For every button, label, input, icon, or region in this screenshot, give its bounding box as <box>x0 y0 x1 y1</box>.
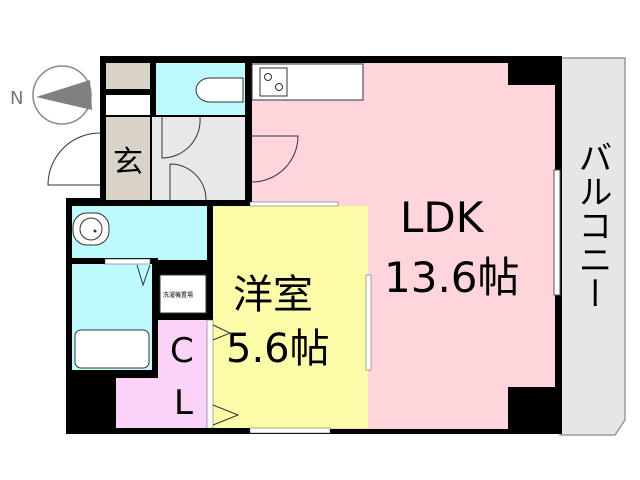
washer-space <box>159 274 207 314</box>
pillar <box>72 378 114 429</box>
window <box>553 169 561 296</box>
balcony-label: バルコニー <box>572 140 612 310</box>
entrance-door[interactable] <box>47 132 101 186</box>
pillar <box>508 387 555 429</box>
entrance-label: 玄 <box>113 145 143 180</box>
ldk-size: 13.6帖 <box>384 253 520 302</box>
shoe-storage <box>106 63 150 89</box>
western-size: 5.6帖 <box>226 326 330 372</box>
sink-icon <box>72 212 110 246</box>
washer-label: 洗濯機置場 <box>163 291 193 299</box>
storage <box>106 95 150 115</box>
compass-north-label: N <box>10 88 23 109</box>
pillar <box>508 63 555 85</box>
closet-label-c: C <box>170 331 194 371</box>
western-label: 洋室 <box>233 272 313 318</box>
window <box>249 427 331 434</box>
stove-icon <box>259 67 288 97</box>
door-swing <box>251 135 299 183</box>
door-swing <box>169 163 207 201</box>
compass-arrow-icon <box>36 80 92 110</box>
room-entrance <box>106 117 150 200</box>
hall <box>152 117 245 200</box>
bathtub-icon <box>74 329 150 369</box>
ldk-label: LDK <box>400 193 485 242</box>
sliding-door[interactable] <box>365 274 372 371</box>
door-swing <box>161 116 201 159</box>
room-western <box>213 206 368 428</box>
toilet-icon <box>195 77 244 103</box>
closet-label-l: L <box>174 383 193 423</box>
compass: N <box>10 65 92 125</box>
